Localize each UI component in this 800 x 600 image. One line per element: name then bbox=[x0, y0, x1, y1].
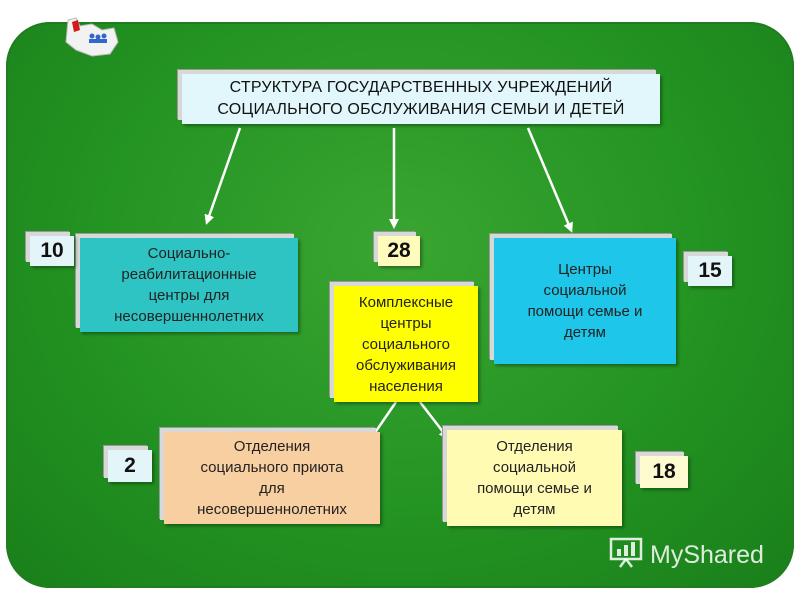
count-badge-family-departments: 18 bbox=[640, 456, 688, 488]
count-badge-complex: 28 bbox=[378, 236, 420, 266]
count-badge-shelter: 2 bbox=[108, 450, 152, 482]
node-line: детям bbox=[564, 324, 606, 341]
node-line: социальной bbox=[493, 459, 576, 476]
node-complex-centers: Комплексные центры социального обслужива… bbox=[334, 286, 478, 402]
node-line: социальной bbox=[543, 282, 627, 299]
diagram-title: СТРУКТУРА ГОСУДАРСТВЕННЫХ УЧРЕЖДЕНИЙ СОЦ… bbox=[182, 74, 660, 124]
node-line: населения bbox=[369, 377, 443, 395]
node-line: социального приюта bbox=[200, 459, 344, 476]
node-line: Центры bbox=[558, 261, 612, 278]
node-family-help-centers: Центры социальной помощи семье и детям bbox=[494, 238, 676, 364]
organization-logo-icon bbox=[62, 16, 120, 60]
node-line: Отделения bbox=[496, 438, 573, 455]
node-line: несовершеннолетних bbox=[197, 501, 347, 518]
node-line: помощи семье и bbox=[477, 480, 592, 497]
node-line: реабилитационные bbox=[121, 266, 257, 283]
node-line: Социально- bbox=[147, 245, 231, 262]
node-line: социального bbox=[361, 335, 450, 353]
node-line: центры для bbox=[148, 287, 230, 304]
node-line: детям bbox=[513, 501, 556, 518]
node-rehabilitation-centers: Социально- реабилитационные центры для н… bbox=[80, 238, 298, 332]
presentation-chart-icon bbox=[608, 536, 644, 575]
count-badge-family-help: 15 bbox=[688, 256, 732, 286]
node-line: обслуживания bbox=[355, 356, 457, 374]
node-family-help-departments: Отделения социальной помощи семье и детя… bbox=[447, 430, 622, 526]
watermark: MyShared bbox=[608, 536, 778, 574]
node-line: Отделения bbox=[233, 438, 311, 455]
watermark-text: MyShared bbox=[650, 540, 764, 569]
title-line-2: СОЦИАЛЬНОГО ОБСЛУЖИВАНИЯ СЕМЬИ И ДЕТЕЙ bbox=[217, 101, 625, 118]
node-shelter-departments: Отделения социального приюта для несовер… bbox=[164, 432, 380, 524]
node-line: центры bbox=[380, 314, 432, 332]
node-line: Комплексные bbox=[358, 293, 454, 311]
node-line: несовершеннолетних bbox=[114, 308, 264, 325]
count-badge-rehabilitation: 10 bbox=[30, 236, 74, 266]
node-line: для bbox=[259, 480, 285, 497]
title-line-1: СТРУКТУРА ГОСУДАРСТВЕННЫХ УЧРЕЖДЕНИЙ bbox=[229, 79, 613, 96]
node-line: помощи семье и bbox=[527, 303, 643, 320]
